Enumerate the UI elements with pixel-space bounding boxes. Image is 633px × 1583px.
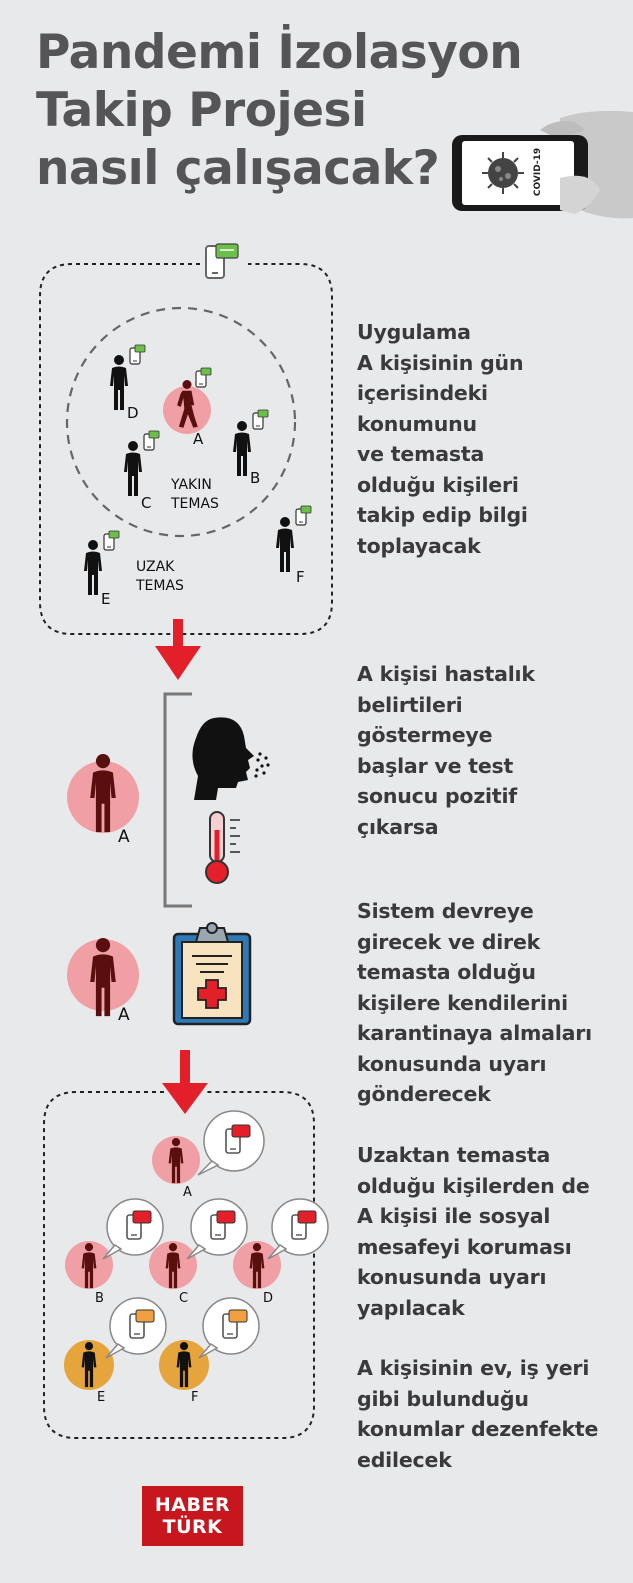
- person-icon: [177, 380, 198, 428]
- message-bubble-icon: [129, 344, 146, 365]
- person-icon: [110, 355, 128, 410]
- person-icon: [84, 540, 102, 595]
- notification-box: [43, 1091, 315, 1439]
- title-line-3: nasıl çalışacak?: [36, 141, 440, 196]
- page-title: Pandemi İzolasyon Takip Projesi nasıl ça…: [36, 24, 523, 198]
- person-label-d: D: [127, 404, 139, 422]
- notify-label-d: D: [263, 1291, 274, 1306]
- person-label-e: E: [101, 590, 111, 608]
- person-label-f: F: [296, 568, 305, 586]
- title-line-1: Pandemi İzolasyon: [36, 25, 523, 80]
- person-label-a: A: [193, 430, 204, 448]
- cough-icon: [192, 717, 270, 800]
- person-label-a-report: A: [118, 1005, 130, 1025]
- uzak-temas-label: UZAK TEMAS: [136, 559, 184, 594]
- notified-people: [64, 1110, 329, 1390]
- notify-label-f: F: [191, 1390, 199, 1405]
- message-bubble-icon: [197, 1110, 265, 1176]
- tracking-box: [39, 243, 333, 635]
- notify-label-e: E: [97, 1390, 106, 1405]
- title-line-2: Takip Projesi: [36, 83, 367, 138]
- symptom-bracket: [163, 692, 192, 908]
- thermometer-icon: [205, 811, 240, 884]
- person-label-a-symptoms: A: [118, 827, 130, 847]
- clipboard-icon: [172, 922, 252, 1026]
- person-icon: [276, 517, 294, 572]
- haberturk-logo: HABER TÜRK: [142, 1486, 243, 1546]
- notify-label-c: C: [179, 1291, 189, 1306]
- section5-description: A kişisinin ev, iş yeri gibi bulunduğu k…: [357, 1356, 599, 1472]
- arrow-down-icon: [155, 619, 201, 680]
- person-icon: [124, 441, 142, 496]
- covid-badge-text: COVID-19: [533, 148, 543, 196]
- person-label-c: C: [141, 494, 152, 512]
- person-label-b: B: [250, 469, 261, 487]
- yakin-temas-label: YAKIN TEMAS: [171, 477, 219, 512]
- section4-description: Uzaktan temasta olduğu kişilerden de A k…: [357, 1143, 590, 1320]
- person-icon: [233, 421, 251, 476]
- section3-description: Sistem devreye girecek ve direk temasta …: [357, 899, 593, 1106]
- phone-icon: [205, 243, 239, 279]
- section2-description: A kişisi hastalık belirtileri göstermeye…: [357, 662, 535, 839]
- notify-label-a: A: [183, 1185, 192, 1200]
- arrow-down-icon: [162, 1050, 208, 1114]
- section1-description: Uygulama A kişisinin gün içerisindeki ko…: [357, 320, 528, 558]
- covid-phone-illustration: [452, 110, 633, 219]
- notify-label-b: B: [95, 1291, 104, 1306]
